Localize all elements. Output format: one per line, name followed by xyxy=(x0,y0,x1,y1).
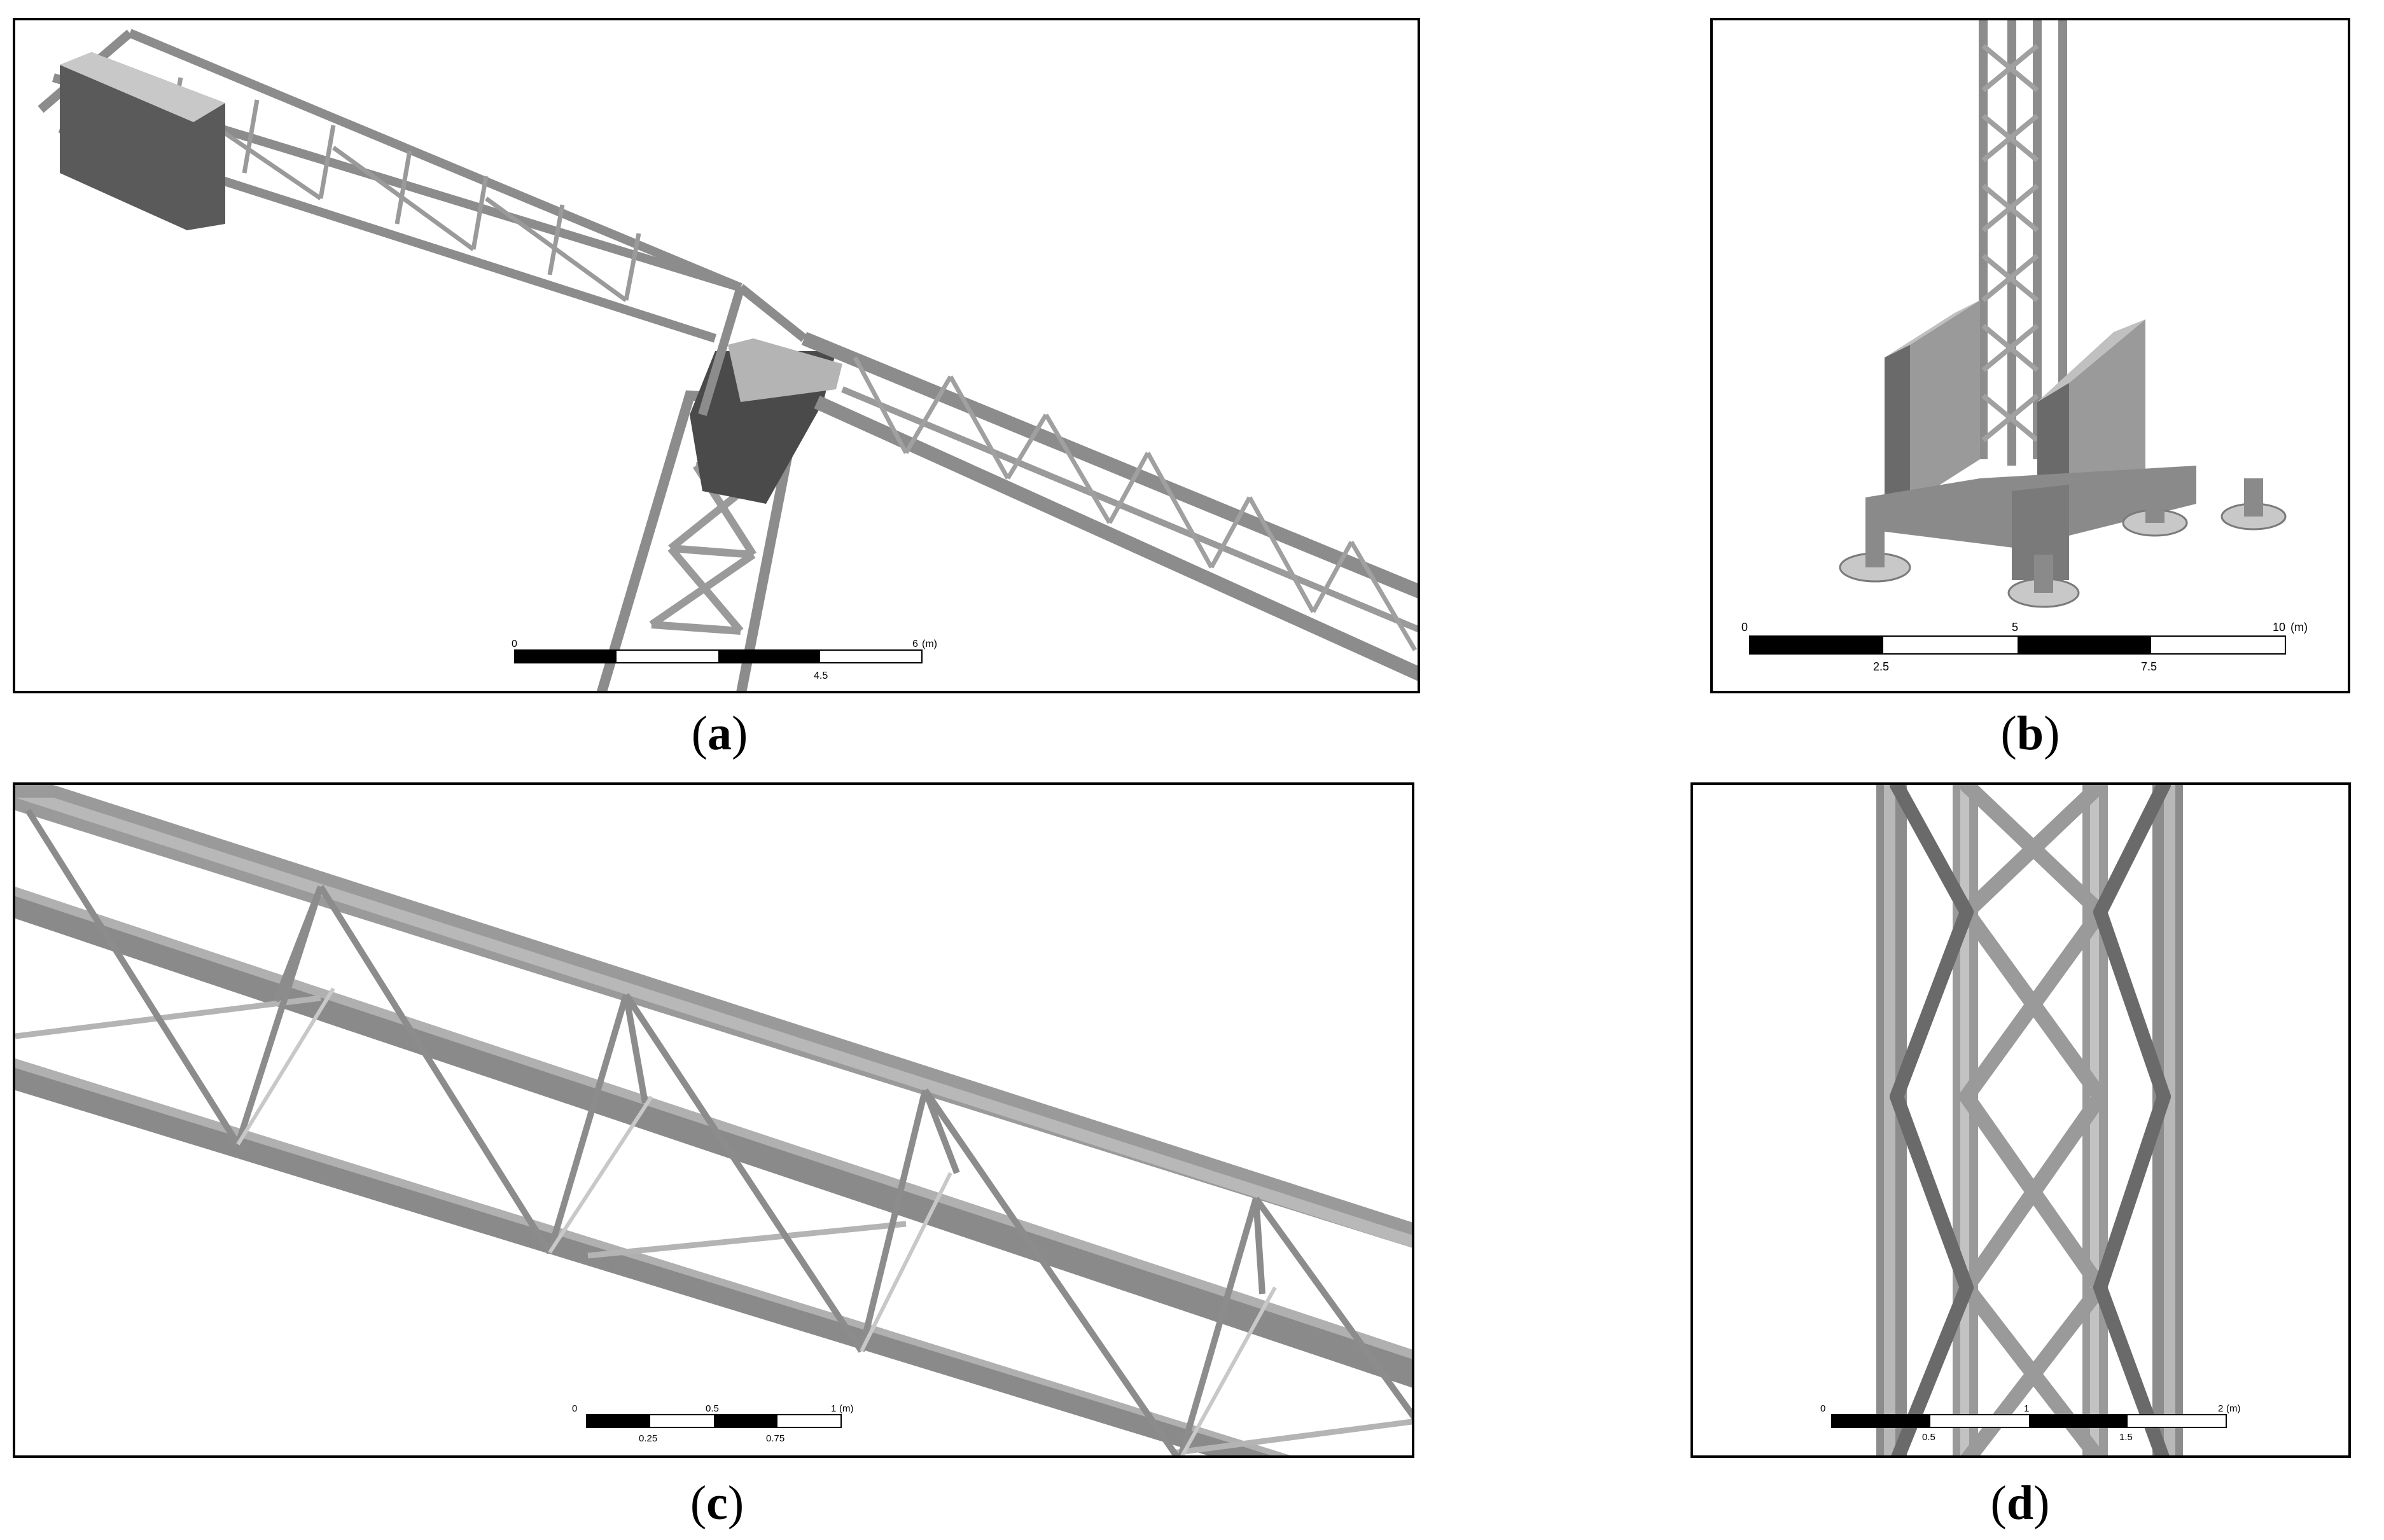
truss-drawing: 0 0.5 1 (m) 0.25 0.75 xyxy=(15,785,1412,1455)
scale-bar-c: 0 0.5 1 (m) 0.25 0.75 xyxy=(572,1403,854,1444)
mast-outer-braces xyxy=(1890,785,2171,1455)
caption-d: (d) xyxy=(1990,1476,2050,1530)
scale-c-unit: (m) xyxy=(839,1403,854,1414)
scale-d-low2: 1.5 xyxy=(2119,1432,2133,1443)
base-cross xyxy=(1865,466,2196,580)
scale-b-low1: 2.5 xyxy=(1873,660,1889,673)
scale-d-end: 2 xyxy=(2218,1403,2223,1414)
mast-drawing: 0 1 2 (m) 0.5 1.5 xyxy=(1820,785,2241,1455)
scale-a-end: 6 xyxy=(912,639,918,649)
panel-a-jib-view: 0 6 (m) 4.5 xyxy=(13,18,1420,693)
main-jib xyxy=(801,331,1418,681)
scale-b-mid: 5 xyxy=(2012,621,2018,634)
tower-apex xyxy=(698,284,807,417)
scale-b-start: 0 xyxy=(1741,621,1748,634)
jib-drawing: 0 6 (m) 4.5 xyxy=(38,29,1418,691)
base-drawing: 0 5 10 (m) 2.5 7.5 xyxy=(1741,20,2308,673)
scale-d-start: 0 xyxy=(1820,1403,1825,1414)
scale-a-unit: (m) xyxy=(922,639,937,649)
scale-d-low1: 0.5 xyxy=(1922,1432,1935,1443)
scale-b-end: 10 xyxy=(2273,621,2285,634)
caption-b: (b) xyxy=(2000,707,2060,760)
truss-chords xyxy=(15,785,1412,1455)
scale-b-unit: (m) xyxy=(2290,621,2308,634)
scale-bar-a: 0 6 (m) 4.5 xyxy=(512,639,937,681)
scale-c-low2: 0.75 xyxy=(766,1433,784,1444)
scale-c-end: 1 xyxy=(831,1403,836,1414)
scale-d-unit: (m) xyxy=(2226,1403,2241,1414)
caption-c: (c) xyxy=(690,1476,744,1530)
scale-b-low2: 7.5 xyxy=(2141,660,2157,673)
scale-d-mid: 1 xyxy=(2024,1403,2029,1414)
truss-diagonals xyxy=(25,808,1412,1455)
scale-a-start: 0 xyxy=(512,639,517,649)
bottom-cross-members xyxy=(15,995,1412,1455)
truss-inner-ties xyxy=(236,987,1277,1455)
scale-c-low1: 0.25 xyxy=(639,1433,657,1444)
scale-bar-b: 0 5 10 (m) 2.5 7.5 xyxy=(1741,621,2308,673)
mast-lattice xyxy=(1959,785,2108,1455)
caption-a: (a) xyxy=(691,707,748,760)
scale-a-mid: 4.5 xyxy=(814,670,828,681)
scale-bar-d: 0 1 2 (m) 0.5 1.5 xyxy=(1820,1403,2241,1443)
scale-c-mid: 0.5 xyxy=(706,1403,719,1414)
panel-d-mast-detail: 0 1 2 (m) 0.5 1.5 xyxy=(1690,782,2351,1458)
panel-b-base-view: 0 5 10 (m) 2.5 7.5 xyxy=(1710,18,2350,693)
panel-c-truss-detail: 0 0.5 1 (m) 0.25 0.75 xyxy=(13,782,1414,1458)
support-feet xyxy=(1839,478,2287,608)
scale-c-start: 0 xyxy=(572,1403,577,1414)
